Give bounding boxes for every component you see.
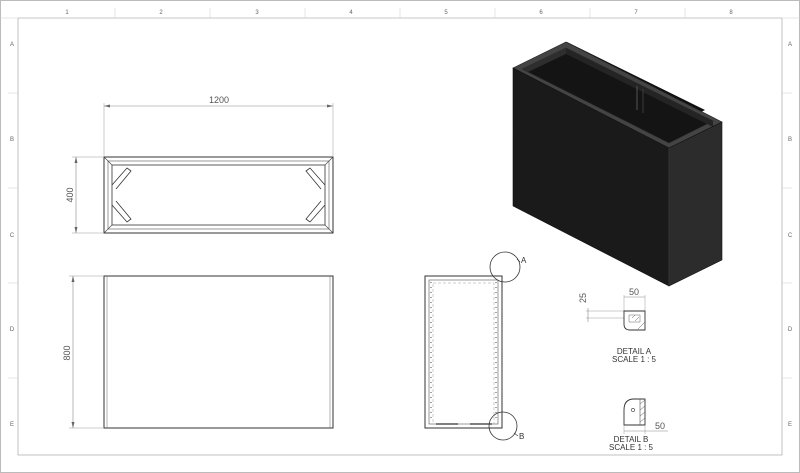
detail-b-fastener: [631, 408, 635, 412]
detail-a-dim-25-text: 25: [578, 293, 588, 303]
zone-row-b: B: [10, 137, 14, 143]
top-view-inner-edge: [111, 164, 326, 226]
detail-a-title: DETAIL A: [617, 347, 652, 356]
detail-b-view: 50 DETAIL B SCALE 1 : 5: [609, 398, 668, 452]
detail-a-profile: [623, 310, 646, 331]
detail-a-scale: SCALE 1 : 5: [612, 355, 657, 364]
dim-1200-text: 1200: [209, 95, 229, 105]
detail-b-profile: [623, 398, 646, 426]
zone-col-2: 2: [159, 10, 163, 16]
zone-col-4: 4: [349, 10, 353, 16]
zone-row-d-right: D: [788, 327, 793, 333]
section-view-fastener-marks: [430, 282, 497, 422]
detail-b-leader: [513, 432, 519, 437]
dim-800-arrow-top: [71, 276, 75, 282]
detail-b-title: DETAIL B: [614, 435, 649, 444]
top-view: 1200 400: [65, 95, 334, 234]
zone-row-d: D: [10, 327, 15, 333]
top-view-frame-edge: [107, 160, 330, 230]
zone-col-6: 6: [539, 10, 543, 16]
zone-col-1: 1: [65, 10, 69, 16]
detail-a-view: 50 25 DETAIL A SCALE 1 : 5: [578, 287, 657, 364]
zone-row-c: C: [10, 233, 15, 239]
zone-row-a: A: [10, 42, 14, 48]
dim-400-text: 400: [65, 187, 75, 202]
zone-col-8: 8: [729, 10, 733, 16]
zone-row-e-right: E: [788, 422, 792, 428]
zone-row-e: E: [10, 422, 14, 428]
detail-a-dim-50-text: 50: [629, 287, 639, 297]
dim-400-arrow-top: [74, 157, 78, 163]
zone-col-5: 5: [444, 10, 448, 16]
zone-row-b-right: B: [788, 137, 792, 143]
zone-row-c-right: C: [788, 233, 793, 239]
iso-inner-far-wall: [566, 48, 713, 127]
detail-b-hatch: [639, 399, 646, 423]
detail-b-scale: SCALE 1 : 5: [609, 443, 654, 452]
row-zone-ticks: [8, 92, 792, 379]
detail-a-inner-profile: [628, 314, 641, 323]
section-view: A B: [424, 251, 527, 441]
isometric-view: [512, 41, 723, 287]
detail-b-dim-50-text: 50: [655, 421, 665, 431]
dim-1200-arrow-right: [327, 104, 333, 108]
detail-a-callout-label: A: [521, 256, 527, 265]
dim-400-arrow-bottom: [74, 227, 78, 233]
dim-1200-arrow-left: [104, 104, 110, 108]
section-view-hidden-lines: [432, 282, 495, 425]
row-zone-labels-right: A B C D E: [788, 42, 793, 428]
zone-col-7: 7: [634, 10, 638, 16]
zone-row-a-right: A: [788, 42, 792, 48]
detail-b-callout-label: B: [519, 432, 524, 441]
iso-side-face: [668, 121, 723, 287]
top-view-corner-gussets: [111, 167, 326, 223]
detail-a-leader: [516, 258, 521, 263]
dim-800-arrow-bottom: [71, 422, 75, 428]
column-zone-ticks: [114, 8, 686, 18]
front-view-outline: [103, 275, 334, 429]
column-zone-labels: 1 2 3 4 5 6 7 8: [65, 10, 733, 16]
row-zone-labels-left: A B C D E: [10, 42, 15, 428]
detail-a-callout-circle: [489, 251, 521, 283]
section-view-outline: [424, 275, 503, 429]
front-view: 800: [62, 275, 334, 429]
detail-b-callout-circle: [488, 411, 518, 441]
top-view-outer-edge: [103, 156, 334, 234]
detail-a-hatch: [631, 314, 646, 330]
dim-800-text: 800: [62, 345, 72, 360]
iso-inner-left-wall: [522, 48, 566, 72]
top-view-corner-miters: [103, 156, 334, 234]
zone-col-3: 3: [255, 10, 259, 16]
